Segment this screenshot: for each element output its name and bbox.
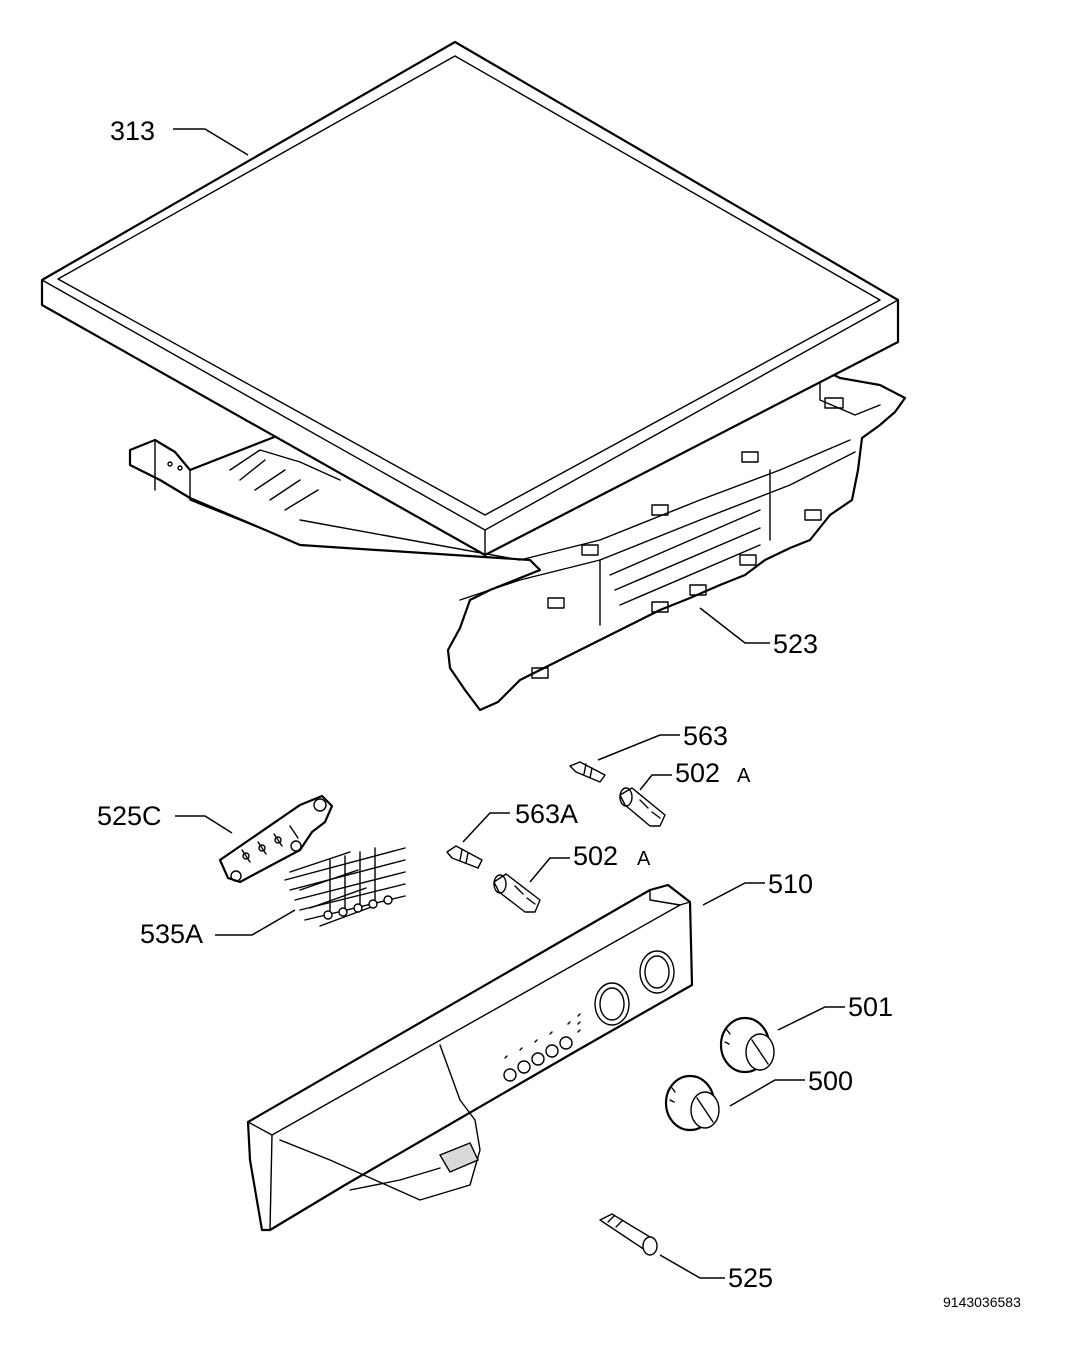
label-500: 500 bbox=[808, 1066, 853, 1096]
label-563: 563 bbox=[683, 721, 728, 751]
label-563a: 563A bbox=[515, 799, 578, 829]
part-labels: 313 523 563 502 A 525C 563A 502 A 510 53… bbox=[97, 116, 1021, 1310]
part-525-push-rod bbox=[599, 1213, 658, 1256]
label-510: 510 bbox=[768, 869, 813, 899]
leader-lines bbox=[173, 128, 845, 1279]
label-502a-top-suffix: A bbox=[737, 765, 751, 787]
part-501-knob bbox=[719, 1016, 775, 1074]
part-563-pin bbox=[569, 761, 606, 783]
part-535a-switch-block bbox=[284, 847, 406, 927]
label-502a-mid: 502 bbox=[573, 841, 618, 871]
part-510-control-panel bbox=[246, 883, 694, 1232]
part-525c-switch-bracket bbox=[218, 794, 334, 884]
part-500-knob bbox=[664, 1074, 720, 1132]
label-502a-top: 502 bbox=[675, 758, 720, 788]
document-number: 9143036583 bbox=[943, 1294, 1021, 1310]
label-502a-mid-suffix: A bbox=[637, 848, 651, 870]
label-523: 523 bbox=[773, 629, 818, 659]
part-502a-light-guide-top bbox=[619, 787, 666, 827]
label-535a: 535A bbox=[140, 919, 203, 949]
label-313: 313 bbox=[110, 116, 155, 146]
label-525: 525 bbox=[728, 1263, 773, 1293]
part-502a-light-guide-mid bbox=[493, 873, 541, 913]
label-501: 501 bbox=[848, 992, 893, 1022]
part-563a-pin bbox=[446, 845, 483, 869]
part-313-top-lid bbox=[40, 40, 900, 557]
label-525c: 525C bbox=[97, 801, 162, 831]
